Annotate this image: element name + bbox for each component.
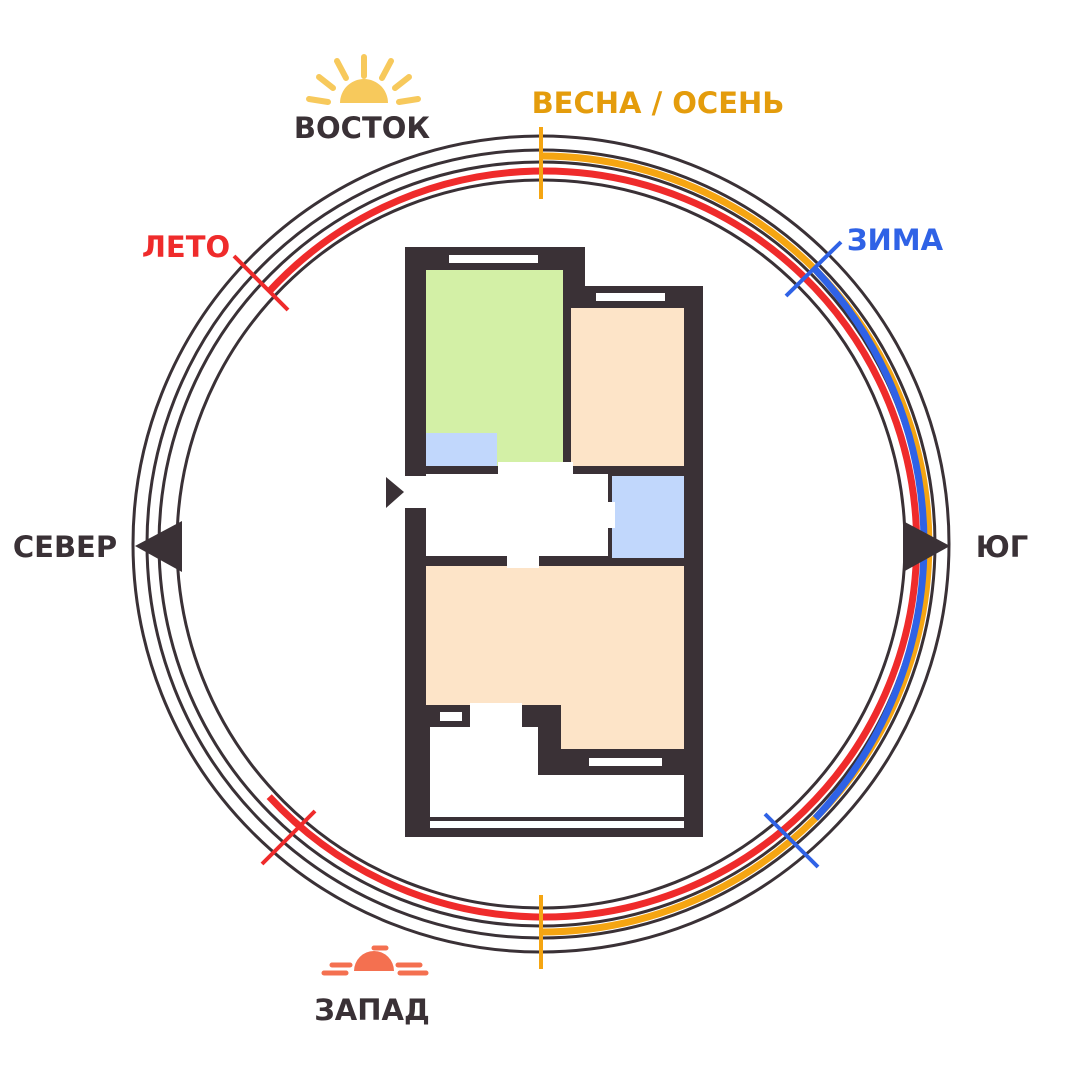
doorway-bedroom <box>498 462 573 476</box>
sunrise-icon <box>306 54 421 105</box>
south-label: ЮГ <box>976 530 1029 564</box>
room-balcony-lower <box>430 775 684 817</box>
room-right-peach <box>571 308 684 466</box>
summer-tick-bottom <box>260 809 317 866</box>
room-hall <box>426 474 608 556</box>
winter-tick-bottom <box>763 812 820 869</box>
season-ticks <box>232 127 843 969</box>
window-living <box>589 758 662 766</box>
room-living-peach <box>426 566 684 705</box>
window-balcony-small <box>440 712 462 721</box>
room-balcony-strip <box>430 821 684 828</box>
room-living-peach-ext <box>561 700 684 749</box>
doorway-entrance <box>402 476 428 508</box>
floor-plan <box>386 247 703 837</box>
room-balcony <box>430 727 538 775</box>
summer-tick-top <box>232 254 290 312</box>
sunset-icon <box>321 945 429 976</box>
winter-tick-top <box>784 240 843 298</box>
north-label: СЕВЕР <box>13 530 117 564</box>
doorway-balcony <box>470 703 522 729</box>
doorway-living <box>507 554 539 568</box>
winter-label: ЗИМА <box>847 223 944 257</box>
entrance-arrow-icon <box>386 477 404 508</box>
doorway-bath-right <box>601 502 615 528</box>
window-bedroom <box>449 255 538 263</box>
room-bathroom-right <box>612 476 684 558</box>
room-bathroom-small <box>426 433 497 466</box>
west-label: ЗАПАД <box>314 993 430 1027</box>
south-pointer-icon <box>903 521 950 572</box>
window-right-room <box>596 293 665 301</box>
equinox-label: ВЕСНА / ОСЕНЬ <box>532 86 785 120</box>
summer-label: ЛЕТО <box>142 230 230 264</box>
east-label: ВОСТОК <box>294 111 430 145</box>
north-pointer-icon <box>135 521 182 572</box>
